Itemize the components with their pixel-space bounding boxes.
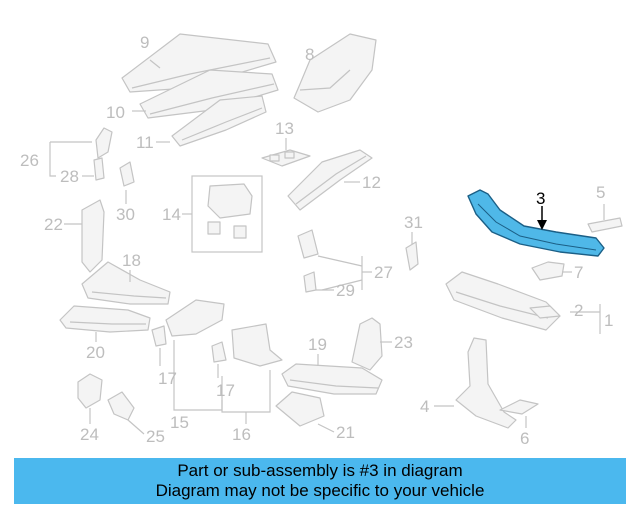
label-5: 5: [596, 183, 605, 202]
part-13: [261, 149, 311, 167]
part-21: [275, 391, 325, 427]
part-4: [455, 337, 517, 429]
label-4: 4: [420, 397, 429, 416]
label-2: 2: [574, 301, 583, 320]
label-16: 16: [232, 425, 251, 444]
label-25: 25: [146, 427, 165, 446]
label-31: 31: [404, 213, 423, 232]
label-20: 20: [86, 343, 105, 362]
label-3: 3: [536, 189, 545, 208]
part-22: [81, 199, 105, 273]
part-9: [121, 33, 277, 93]
part-5: [587, 204, 623, 233]
part-16: [211, 323, 283, 413]
label-15: 15: [170, 413, 189, 432]
part-12: [287, 149, 373, 211]
label-17a: 17: [158, 369, 177, 388]
label-12: 12: [362, 173, 381, 192]
part-14: [191, 175, 263, 253]
label-29: 29: [336, 281, 355, 300]
parts-diagram: 9 10 11 8 13 12 14 26 28 30 22 18 20 17 …: [20, 33, 623, 448]
label-6: 6: [520, 429, 529, 448]
label-21: 21: [336, 423, 355, 442]
part-3-highlighted: [467, 189, 605, 257]
info-banner: Part or sub-assembly is #3 in diagram Di…: [14, 458, 626, 504]
part-31: [405, 241, 419, 271]
part-18: [81, 261, 171, 305]
label-18: 18: [122, 251, 141, 270]
label-28: 28: [60, 167, 79, 186]
part-1-2: [445, 271, 601, 334]
label-10: 10: [106, 103, 125, 122]
part-8: [293, 33, 377, 113]
label-23: 23: [394, 333, 413, 352]
label-8: 8: [305, 45, 314, 64]
part-19: [281, 363, 383, 395]
label-30: 30: [116, 205, 135, 224]
label-1: 1: [604, 311, 613, 330]
label-9: 9: [140, 33, 149, 52]
label-11: 11: [136, 133, 154, 152]
label-7: 7: [574, 263, 583, 282]
part-11: [171, 95, 267, 147]
label-13: 13: [275, 119, 294, 138]
part-25: [107, 391, 135, 421]
part-6: [499, 399, 539, 428]
label-27: 27: [374, 263, 393, 282]
part-15: [151, 299, 225, 411]
label-24: 24: [80, 425, 99, 444]
label-22: 22: [44, 215, 63, 234]
part-23: [351, 317, 383, 371]
part-24: [77, 373, 103, 409]
label-17b: 17: [216, 381, 235, 400]
part-30: [119, 161, 135, 187]
label-14: 14: [162, 205, 181, 224]
part-20: [59, 305, 151, 333]
label-26: 26: [20, 151, 39, 170]
banner-line-2: Diagram may not be specific to your vehi…: [155, 481, 485, 500]
banner-line-1: Part or sub-assembly is #3 in diagram: [177, 461, 463, 480]
part-26-28: [49, 127, 113, 181]
part-7: [531, 261, 565, 281]
part-10: [139, 69, 279, 119]
label-19: 19: [308, 335, 327, 354]
